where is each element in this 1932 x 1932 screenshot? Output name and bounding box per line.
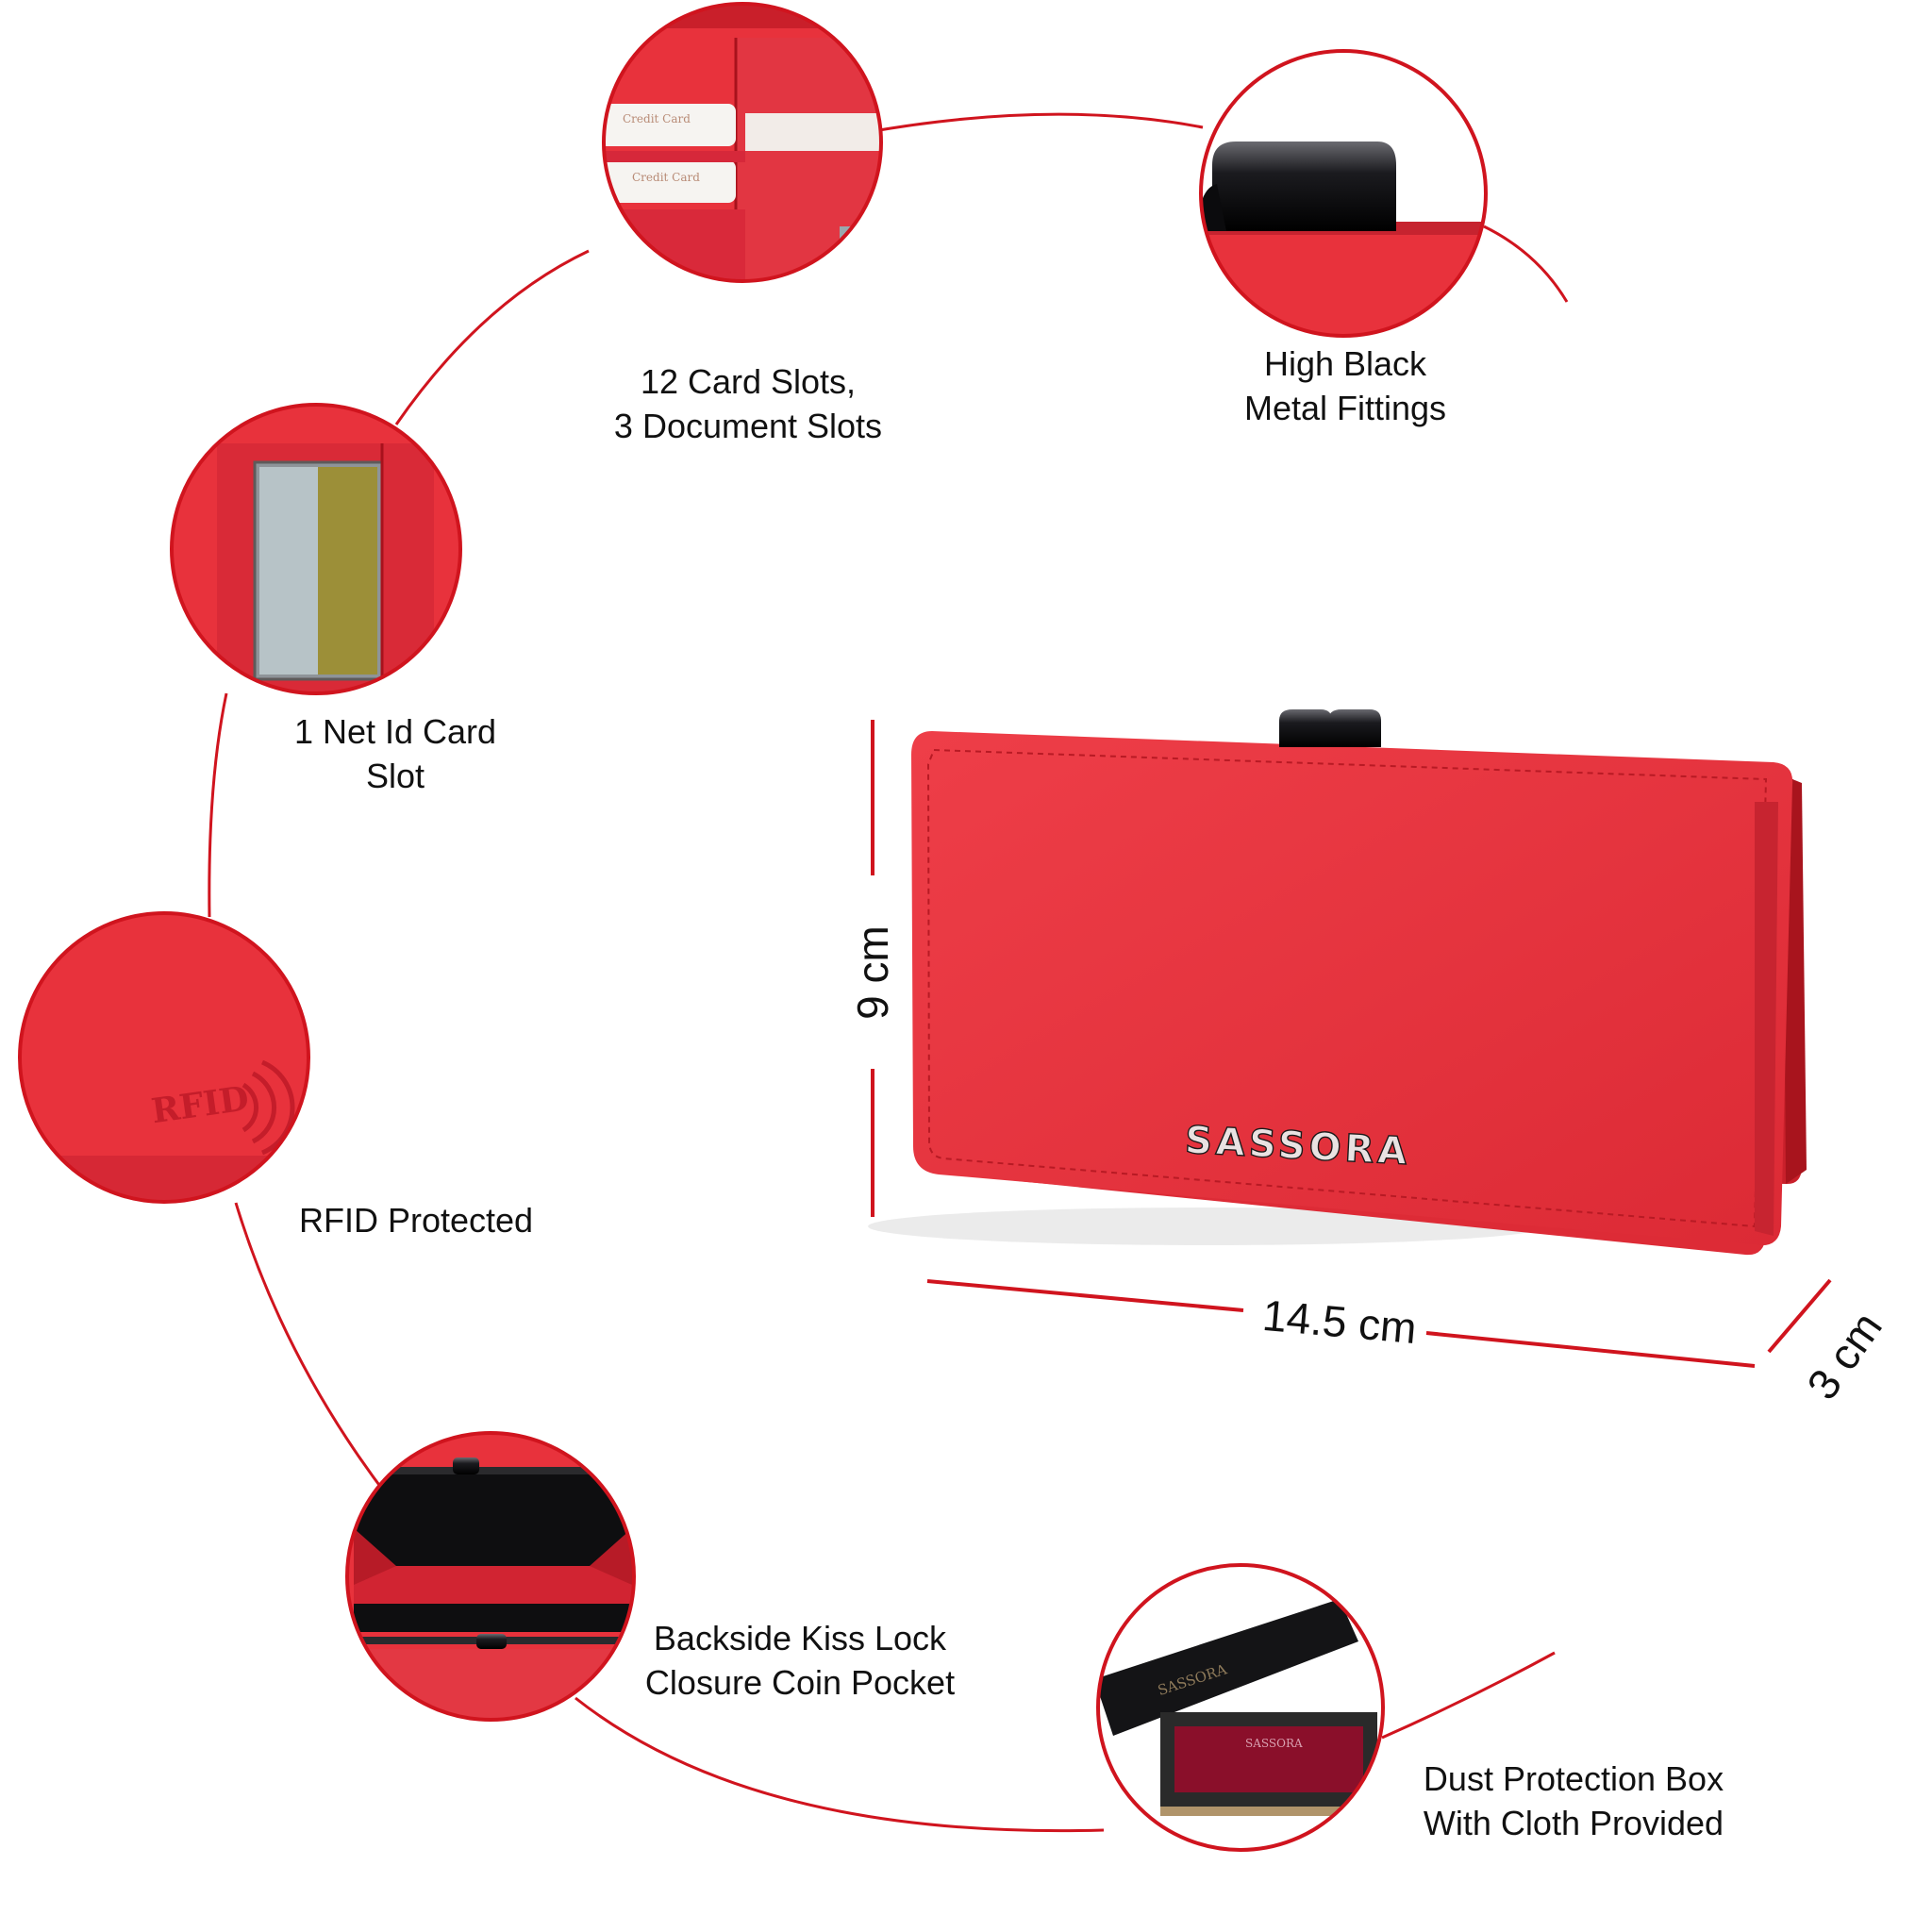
wallet-clasp bbox=[1279, 709, 1381, 747]
id-window-closeup bbox=[170, 403, 462, 695]
credit-card-text-1: Credit Card bbox=[623, 112, 691, 125]
wallet-product: SASSORA bbox=[868, 709, 1807, 1256]
width-line-right bbox=[1425, 1331, 1756, 1368]
feature-label-card-slots: 12 Card Slots,3 Document Slots bbox=[613, 362, 883, 445]
dimension-lines bbox=[871, 720, 1832, 1368]
height-dimension-label: 9 cm bbox=[848, 925, 897, 1020]
rfid-emboss-closeup: RFID bbox=[18, 911, 310, 1204]
wallet-flap bbox=[911, 731, 1793, 1246]
credit-card-text-2: Credit Card bbox=[632, 171, 700, 184]
width-line-left bbox=[926, 1279, 1244, 1312]
gift-box-closeup: SASSORA SASSORA bbox=[1096, 1563, 1385, 1852]
metal-clasp-closeup bbox=[1199, 49, 1488, 338]
coin-pocket-closeup bbox=[345, 1431, 636, 1722]
wallet-flap-stitch bbox=[926, 748, 1768, 1228]
connector-arc bbox=[208, 112, 1569, 1833]
cloth-brand: SASSORA bbox=[1245, 1737, 1303, 1750]
card-slots-closeup: Credit Card Credit Card bbox=[602, 2, 883, 283]
feature-label-rfid: RFID Protected bbox=[298, 1201, 534, 1240]
depth-line bbox=[1767, 1278, 1832, 1354]
